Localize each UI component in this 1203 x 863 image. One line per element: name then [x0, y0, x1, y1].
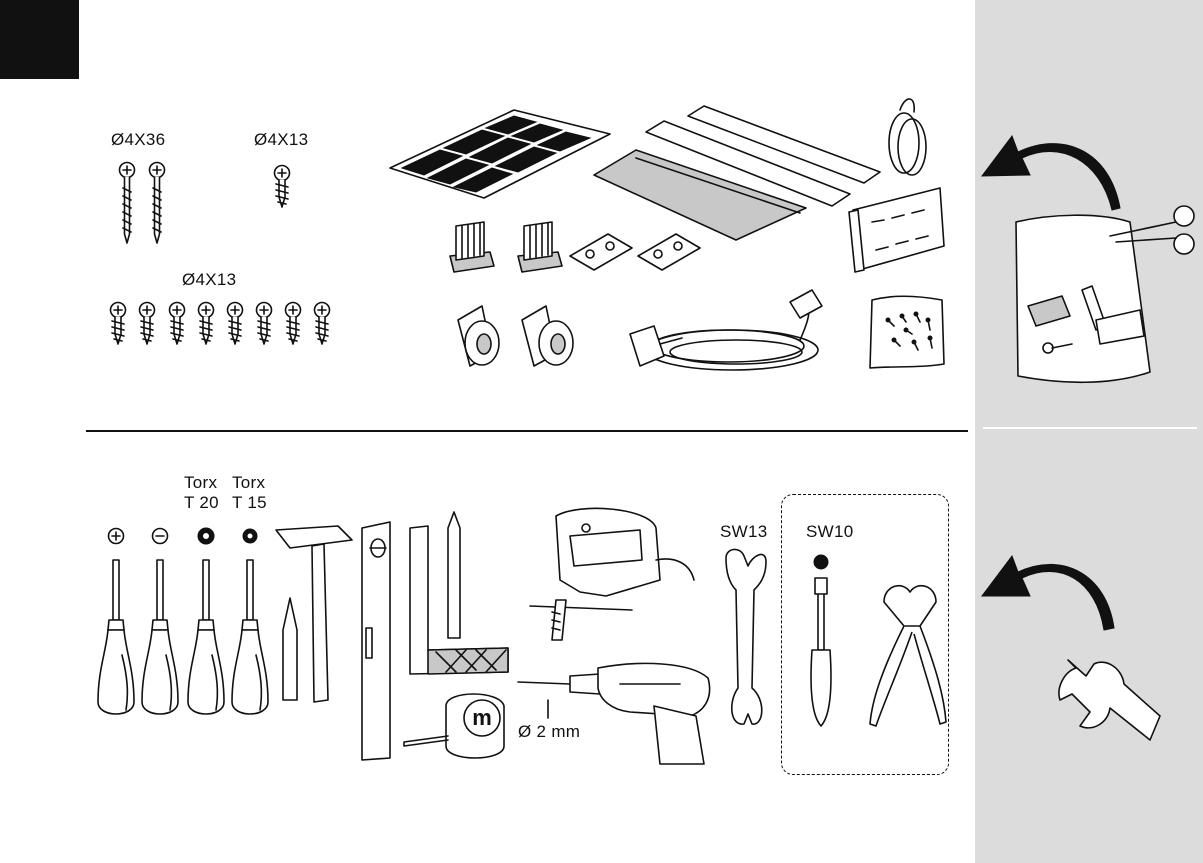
wrench-hand-icon: [1059, 660, 1160, 740]
flat-screwdriver: [142, 529, 178, 715]
tape-measure-mark: m: [472, 705, 492, 730]
clip-1: [450, 222, 494, 272]
jigsaw: [530, 508, 694, 640]
awl: [283, 598, 297, 700]
screw-long-1: [120, 163, 135, 244]
mounting-rails: [594, 106, 880, 240]
phillips-screwdriver: [98, 529, 134, 715]
screw-long-2: [150, 163, 165, 244]
clip-2: [518, 222, 562, 272]
power-cord: [630, 290, 822, 370]
socket-driver: [811, 555, 831, 726]
clip-4: [638, 234, 700, 270]
screw-short-single: [275, 166, 290, 208]
spirit-level: [362, 522, 390, 760]
spacer-1: [458, 306, 499, 366]
arrow-curved-back-icon: [982, 136, 1120, 210]
torx-t15-screwdriver: [232, 529, 268, 714]
screw-short-row: [111, 303, 330, 345]
cutting-pliers: [870, 586, 946, 726]
wire-clip: [889, 99, 926, 175]
pencil: [448, 512, 460, 638]
felt-pads-sheet: [390, 110, 610, 198]
parts-bag-scissors-icon: [1016, 206, 1194, 382]
mounting-bracket: [849, 188, 944, 272]
spacer-2: [522, 306, 573, 366]
open-end-wrench: [726, 549, 766, 724]
arrow-curved-back-icon-2: [982, 556, 1114, 630]
torx-t20-screwdriver: [188, 528, 224, 714]
clip-3: [570, 234, 632, 270]
pin-sheet: [870, 296, 944, 368]
drill: [518, 663, 710, 764]
